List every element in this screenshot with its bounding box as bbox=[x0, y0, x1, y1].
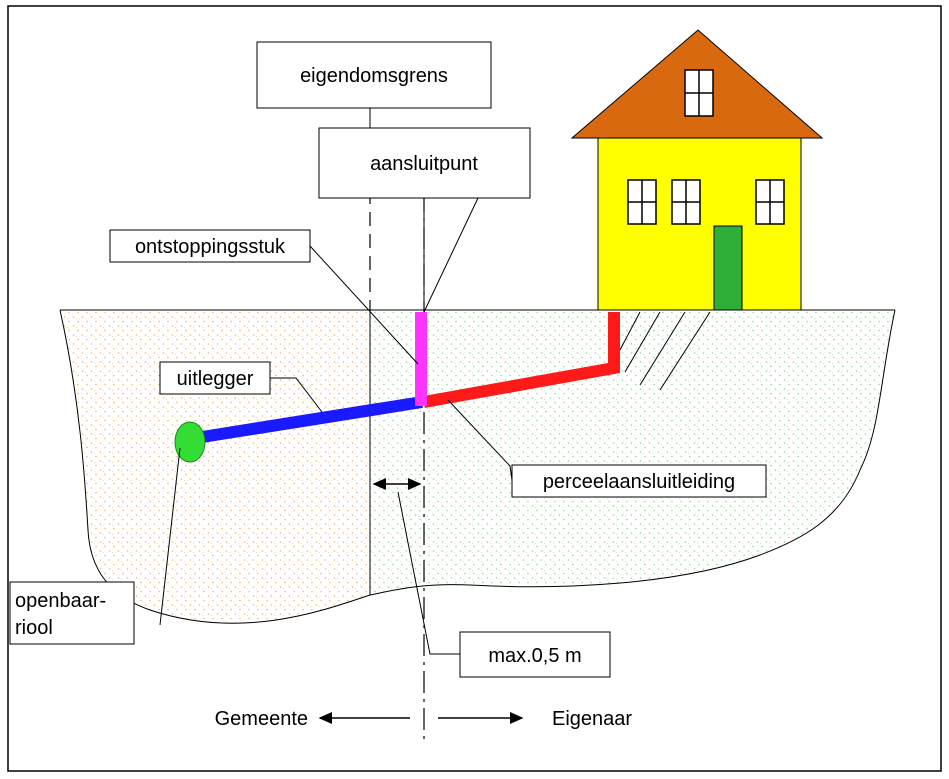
svg-text:eigendomsgrens: eigendomsgrens bbox=[300, 65, 448, 87]
lot-connection-pipe-label: perceelaansluitleiding bbox=[511, 464, 767, 498]
svg-text:riool: riool bbox=[15, 617, 53, 639]
house-window-1 bbox=[627, 179, 657, 225]
public-ground bbox=[60, 310, 370, 624]
branch-pipe-label: uitlegger bbox=[159, 361, 271, 395]
max-distance-label: max.0,5 m bbox=[459, 631, 611, 678]
svg-text:perceelaansluitleiding: perceelaansluitleiding bbox=[543, 471, 735, 493]
house-door bbox=[713, 225, 743, 311]
diagram-frame bbox=[7, 5, 942, 772]
branch-pipe bbox=[195, 396, 423, 444]
owner-label: Eigenaar bbox=[552, 708, 632, 730]
lot-connection-pipe bbox=[422, 312, 620, 408]
leader-lines bbox=[159, 108, 513, 655]
public-sewer-pipe bbox=[174, 421, 206, 463]
foundation-hatching bbox=[619, 311, 711, 391]
svg-text:openbaar-: openbaar- bbox=[15, 590, 106, 612]
connection-point-label: aansluitpunt bbox=[318, 127, 531, 199]
svg-text:max.0,5 m: max.0,5 m bbox=[488, 645, 581, 667]
municipality-label: Gemeente bbox=[215, 708, 308, 730]
svg-text:aansluitpunt: aansluitpunt bbox=[370, 153, 478, 175]
cleanout-piece-label: ontstoppingsstuk bbox=[109, 229, 311, 263]
private-ground bbox=[370, 310, 895, 595]
roof-window bbox=[684, 69, 714, 117]
house-window-2 bbox=[671, 179, 701, 225]
ground-outline bbox=[59, 309, 896, 624]
svg-text:uitlegger: uitlegger bbox=[177, 368, 254, 390]
public-sewer-label: openbaar- riool bbox=[9, 581, 135, 645]
house-window-3 bbox=[755, 179, 785, 225]
property-boundary-label: eigendomsgrens bbox=[256, 41, 492, 109]
svg-text:ontstoppingsstuk: ontstoppingsstuk bbox=[135, 236, 286, 258]
